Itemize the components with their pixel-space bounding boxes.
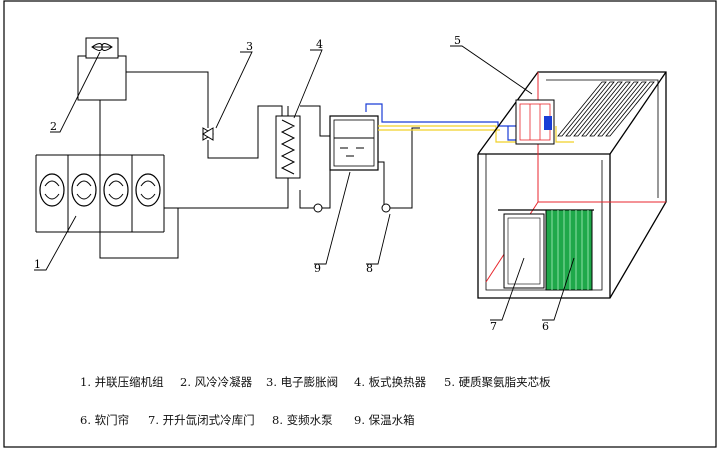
callout-9: 9 [314, 262, 321, 275]
plate-heat-exchanger [275, 106, 301, 190]
callout-4: 4 [316, 38, 323, 51]
air-cooled-condenser [77, 37, 127, 101]
callout-2: 2 [50, 120, 57, 133]
soft-door-curtain [545, 209, 593, 291]
diagram-border [3, 0, 717, 448]
variable-frequency-pump-icon [381, 203, 391, 213]
compressor-icon [135, 173, 161, 207]
fan-icon [91, 43, 113, 51]
sandwich-panel-fins [557, 81, 655, 137]
compressor-icon [71, 173, 97, 207]
expansion-valve-icon [202, 127, 214, 141]
callout-3: 3 [246, 40, 253, 53]
variable-frequency-pump-icon [313, 203, 323, 213]
parallel-compressor-unit [35, 154, 165, 233]
leader-lines [34, 45, 575, 321]
evaporator-coil [515, 99, 555, 145]
refrigerant-piping [99, 71, 289, 259]
callout-1: 1 [34, 258, 41, 271]
callout-5: 5 [454, 34, 461, 47]
cold-room-door [498, 209, 594, 289]
compressor-icon [39, 173, 65, 207]
insulated-water-tank [329, 115, 379, 171]
callout-6: 6 [542, 320, 549, 333]
compressor-icon [103, 173, 129, 207]
callout-7: 7 [490, 320, 497, 333]
water-piping [299, 105, 420, 209]
callout-8: 8 [366, 262, 373, 275]
